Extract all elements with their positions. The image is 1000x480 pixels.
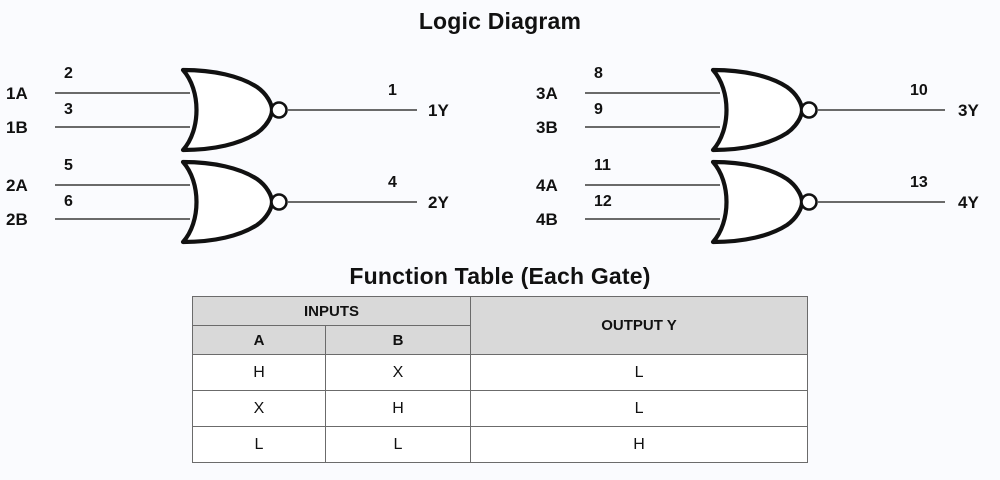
- cell-input-b: H: [324, 390, 472, 427]
- gate-1-output-pin: 1: [388, 82, 397, 99]
- gate-1-group: 1A 1B 2 3 1 1Y: [6, 65, 449, 153]
- gate-1-output-label: 1Y: [428, 101, 449, 120]
- gate-1-input-b-label: 1B: [6, 118, 28, 137]
- cell-input-a: L: [192, 426, 326, 463]
- gate-2-input-b-label: 2B: [6, 210, 28, 229]
- gate-2-input-a-label: 2A: [6, 176, 28, 195]
- gate-1-input-a-pin: 2: [64, 65, 73, 82]
- gate-2-output-label: 2Y: [428, 193, 449, 212]
- gate-3-nor-body: [710, 67, 805, 153]
- gate-2-input-a-pin: 5: [64, 157, 73, 174]
- gate-4-input-a-pin: 11: [594, 157, 611, 174]
- table-row: X H L: [192, 390, 809, 427]
- function-table-head: INPUTS OUTPUT Y A B: [191, 296, 809, 355]
- header-row-group: INPUTS OUTPUT Y: [191, 296, 809, 355]
- cell-input-a: H: [192, 354, 326, 391]
- function-table-body: H X L X H L L L H: [192, 354, 809, 463]
- gate-3-output-pin: 10: [910, 82, 928, 99]
- gate-3-input-b-pin: 9: [594, 101, 603, 118]
- table-row: L L H: [192, 426, 809, 463]
- gate-2-output-pin: 4: [388, 174, 397, 191]
- gate-3-output-bubble: [800, 101, 818, 119]
- gate-2-group: 2A 2B 5 6 4 2Y: [6, 157, 449, 245]
- gate-2-output-bubble: [270, 193, 288, 211]
- header-input-b: B: [324, 325, 472, 355]
- header-input-a: A: [192, 325, 326, 355]
- gate-3-group: 3A 3B 8 9 10 3Y: [536, 65, 979, 153]
- gate-3-input-b-label: 3B: [536, 118, 558, 137]
- cell-output-y: H: [470, 426, 809, 463]
- logic-diagram-canvas: 1A 1B 2 3 1 1Y 2A 2B 5 6 4 2Y: [6, 65, 979, 245]
- logic-diagram-title: Logic Diagram: [418, 8, 582, 34]
- gate-3-output-label: 3Y: [958, 101, 979, 120]
- gate-4-input-a-label: 4A: [536, 176, 558, 195]
- table-row: H X L: [192, 354, 809, 391]
- gate-3-input-a-label: 3A: [536, 84, 558, 103]
- cell-input-a: X: [192, 390, 326, 427]
- gate-4-input-b-pin: 12: [594, 193, 612, 210]
- gate-1-input-b-pin: 3: [64, 101, 73, 118]
- gate-4-input-b-label: 4B: [536, 210, 558, 229]
- cell-input-b: L: [324, 426, 472, 463]
- header-output-y: OUTPUT Y: [470, 296, 809, 355]
- header-row-sub: A B: [192, 325, 808, 355]
- gate-4-nor-body: [710, 159, 805, 245]
- cell-output-y: L: [470, 354, 809, 391]
- gate-1-nor-body: [180, 67, 275, 153]
- gate-4-output-pin: 13: [910, 174, 928, 191]
- gate-2-input-b-pin: 6: [64, 193, 73, 210]
- gate-4-output-label: 4Y: [958, 193, 979, 212]
- cell-output-y: L: [470, 390, 809, 427]
- gate-2-nor-body: [180, 159, 275, 245]
- gate-3-input-a-pin: 8: [594, 65, 603, 82]
- function-table: INPUTS OUTPUT Y A B H X L X H L L L H: [191, 296, 809, 463]
- header-inputs: INPUTS: [191, 296, 472, 326]
- cell-input-b: X: [324, 354, 472, 391]
- gate-4-output-bubble: [800, 193, 818, 211]
- gate-4-group: 4A 4B 11 12 13 4Y: [536, 157, 979, 245]
- gate-1-input-a-label: 1A: [6, 84, 28, 103]
- function-table-title: Function Table (Each Gate): [349, 263, 651, 289]
- gate-1-output-bubble: [270, 101, 288, 119]
